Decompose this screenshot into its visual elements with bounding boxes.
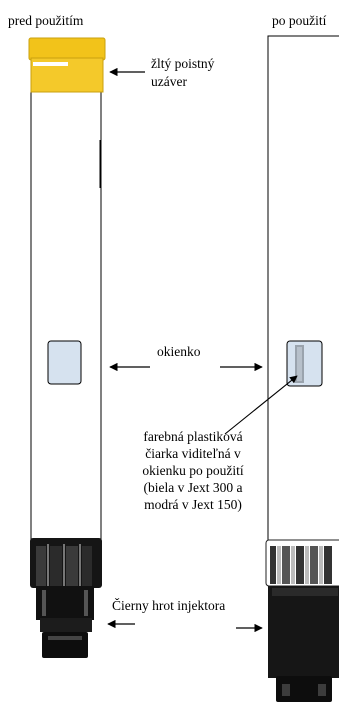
- callout-stripe-line5: modrá v Jext 150): [144, 497, 242, 512]
- title-before-use: pred použitím: [8, 13, 84, 28]
- callout-window: okienko: [157, 344, 201, 359]
- yellow-safety-cap: [28, 37, 106, 93]
- injector-after-use: [265, 35, 339, 702]
- callout-cap-line2: uzáver: [151, 74, 187, 89]
- arrow-stripe: [224, 375, 298, 435]
- collar-right: [265, 539, 339, 587]
- window-left: [47, 340, 82, 385]
- black-injector-tip-left: [30, 538, 102, 658]
- callout-black-tip: Čierny hrot injektora: [112, 598, 226, 613]
- black-injector-tip-right: [268, 586, 339, 702]
- stripe-highlight: [297, 347, 302, 381]
- callout-cap-line1: žltý poistný: [151, 56, 215, 71]
- callout-stripe-line4: (biela v Jext 300 a: [143, 480, 243, 495]
- injector-before-use: [28, 37, 106, 658]
- callout-stripe-line1: farebná plastiková: [143, 429, 243, 444]
- injector-body-left: [30, 89, 102, 543]
- title-after-use: po použití: [272, 13, 327, 28]
- callout-stripe-line2: čiarka viditeľná v: [145, 446, 241, 461]
- callout-stripe-line3: okienku po použití: [142, 463, 244, 478]
- injector-body-right: [267, 35, 339, 545]
